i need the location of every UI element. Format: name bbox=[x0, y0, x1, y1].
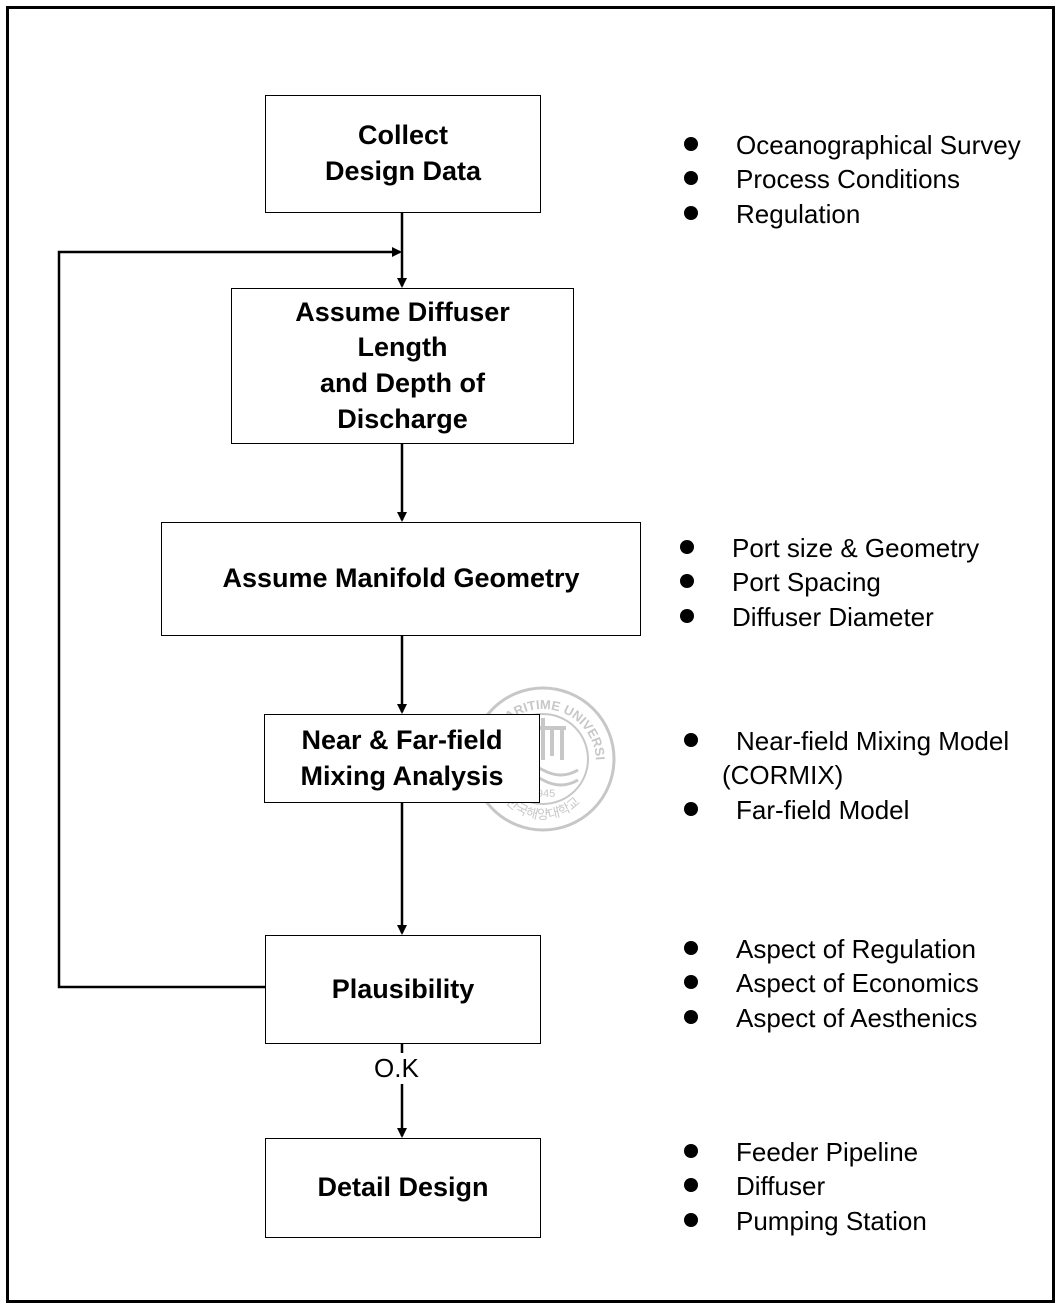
diagram-frame bbox=[6, 6, 1055, 1303]
note-item: Aspect of Aesthenics bbox=[684, 1001, 979, 1035]
step-assume-length-label: Assume Diffuser Length and Depth of Disc… bbox=[295, 296, 510, 434]
step-assume-manifold-geometry: Assume Manifold Geometry bbox=[161, 522, 641, 636]
ok-edge-label: O.K bbox=[372, 1053, 421, 1084]
feedback-loop-arrow bbox=[57, 247, 402, 989]
note-item: Feeder Pipeline bbox=[684, 1135, 927, 1169]
note-item: Diffuser bbox=[684, 1169, 927, 1203]
note-item: Oceanographical Survey bbox=[684, 128, 1021, 162]
note-item: Diffuser Diameter bbox=[680, 600, 979, 634]
note-item: Aspect of Economics bbox=[684, 966, 979, 1000]
note-item-continuation: (CORMIX) bbox=[722, 760, 844, 791]
notes-detail: Feeder Pipeline Diffuser Pumping Station bbox=[684, 1135, 927, 1238]
note-item: Process Conditions bbox=[684, 162, 1021, 196]
step-collect-design-data: Collect Design Data bbox=[265, 95, 541, 213]
note-item: Aspect of Regulation bbox=[684, 932, 979, 966]
notes-mixing: Near-field Mixing Model (CORMIX) Far-fie… bbox=[684, 724, 1009, 827]
note-item: Regulation bbox=[684, 197, 1021, 231]
step-plausibility: Plausibility bbox=[265, 935, 541, 1044]
note-item: Port Spacing bbox=[680, 565, 979, 599]
step-plausibility-label: Plausibility bbox=[331, 973, 475, 1004]
note-item: Port size & Geometry bbox=[680, 531, 979, 565]
note-item: Far-field Model bbox=[684, 793, 1009, 827]
step-manifold-label: Assume Manifold Geometry bbox=[222, 563, 580, 594]
step-mixing-label: Near & Far-field Mixing Analysis bbox=[300, 724, 504, 791]
step-detail-label: Detail Design bbox=[317, 1172, 489, 1203]
step-detail-design: Detail Design bbox=[265, 1138, 541, 1238]
notes-collect: Oceanographical Survey Process Condition… bbox=[684, 128, 1021, 231]
note-item: Near-field Mixing Model bbox=[684, 724, 1009, 758]
step-assume-diffuser-length: Assume Diffuser Length and Depth of Disc… bbox=[231, 288, 574, 444]
step-collect-label: Collect Design Data bbox=[324, 120, 482, 186]
note-item: Pumping Station bbox=[684, 1204, 927, 1238]
notes-manifold: Port size & Geometry Port Spacing Diffus… bbox=[680, 531, 979, 634]
step-near-far-field-mixing-analysis: Near & Far-field Mixing Analysis bbox=[264, 714, 540, 803]
notes-plausibility: Aspect of Regulation Aspect of Economics… bbox=[684, 932, 979, 1035]
